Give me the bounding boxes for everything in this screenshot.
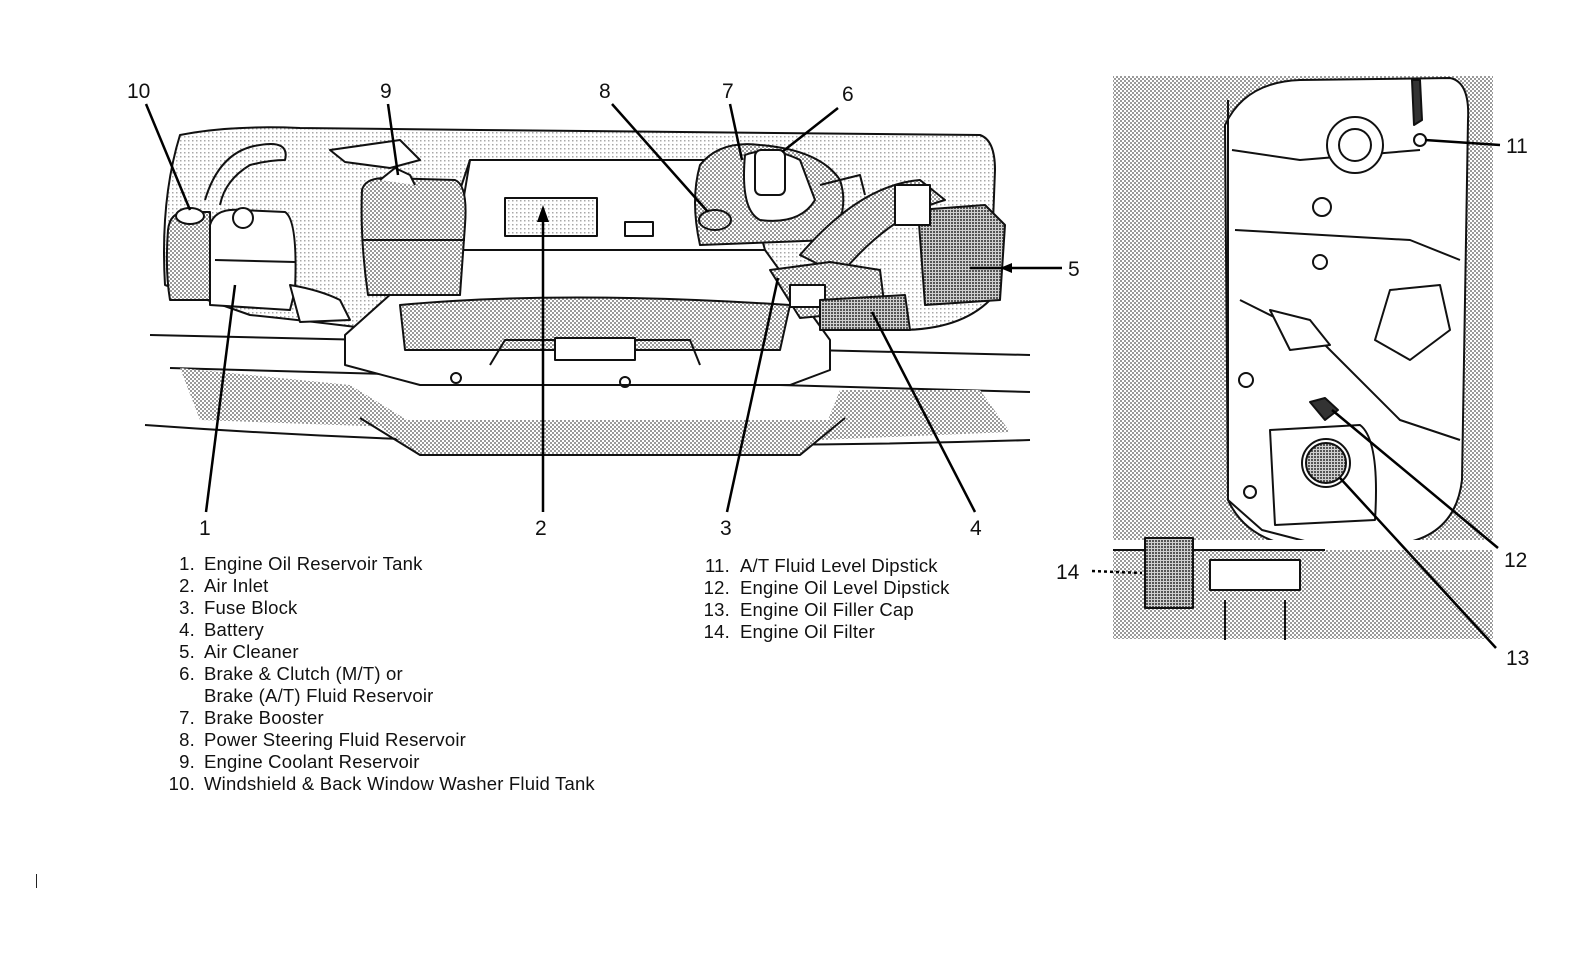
callout-6: 6 [842, 83, 854, 106]
callout-9: 9 [380, 80, 392, 103]
oil-filter [1144, 537, 1194, 609]
callout-10: 10 [127, 80, 150, 103]
oil-dipstick-handle [1309, 397, 1339, 421]
legend-item: 2.Air Inlet [179, 575, 269, 596]
callout-14: 14 [1056, 561, 1080, 584]
oil-filler-cap [1305, 442, 1347, 484]
legend-item: 10.Windshield & Back Window Washer Fluid… [168, 773, 595, 794]
page-margin-mark [36, 874, 37, 888]
battery [819, 294, 911, 331]
callout-13: 13 [1506, 647, 1529, 670]
legend-item: 14.Engine Oil Filter [703, 621, 876, 642]
legend-item: 13.Engine Oil Filler Cap [703, 599, 914, 620]
callout-11: 11 [1506, 135, 1528, 158]
washer-fluid-tank [165, 210, 213, 301]
legend-item: 7.Brake Booster [179, 707, 324, 728]
callout-numbers: 1 2 3 4 5 6 7 8 9 10 11 12 13 14 [127, 80, 1529, 670]
callout-8: 8 [599, 80, 611, 103]
callout-1: 1 [199, 517, 211, 540]
legend-item: 4.Battery [179, 619, 265, 640]
engine-bay-illustration [144, 126, 1031, 456]
legend-item: 1.Engine Oil Reservoir Tank [179, 553, 423, 574]
coolant-reservoir [360, 177, 467, 296]
legend-item: 11.A/T Fluid Level Dipstick [705, 555, 938, 576]
callout-7: 7 [722, 80, 734, 103]
leader-lines [144, 103, 1062, 513]
detail-leader-lines [1091, 138, 1501, 649]
callout-2: 2 [535, 517, 547, 540]
legend-item: 12.Engine Oil Level Dipstick [703, 577, 950, 598]
legend-item: 3.Fuse Block [179, 597, 298, 618]
engine-detail-illustration [1113, 76, 1493, 640]
callout-3: 3 [720, 517, 732, 540]
legend-left: 1.Engine Oil Reservoir Tank 2.Air Inlet … [164, 553, 595, 795]
air-cleaner [917, 204, 1006, 306]
legend-right: 11.A/T Fluid Level Dipstick 12.Engine Oi… [700, 555, 950, 643]
callout-12: 12 [1504, 549, 1527, 572]
callout-4: 4 [970, 517, 982, 540]
at-dipstick [1411, 79, 1423, 126]
legend-item: 5.Air Cleaner [179, 641, 299, 662]
power-steering-reservoir [698, 209, 732, 231]
legend-item: 8.Power Steering Fluid Reservoir [179, 729, 467, 750]
legend-item-continuation: Brake (A/T) Fluid Reservoir [204, 685, 434, 706]
legend-item: 9.Engine Coolant Reservoir [179, 751, 420, 772]
callout-5: 5 [1068, 258, 1080, 281]
legend-item: 6.Brake & Clutch (M/T) or [179, 663, 403, 684]
